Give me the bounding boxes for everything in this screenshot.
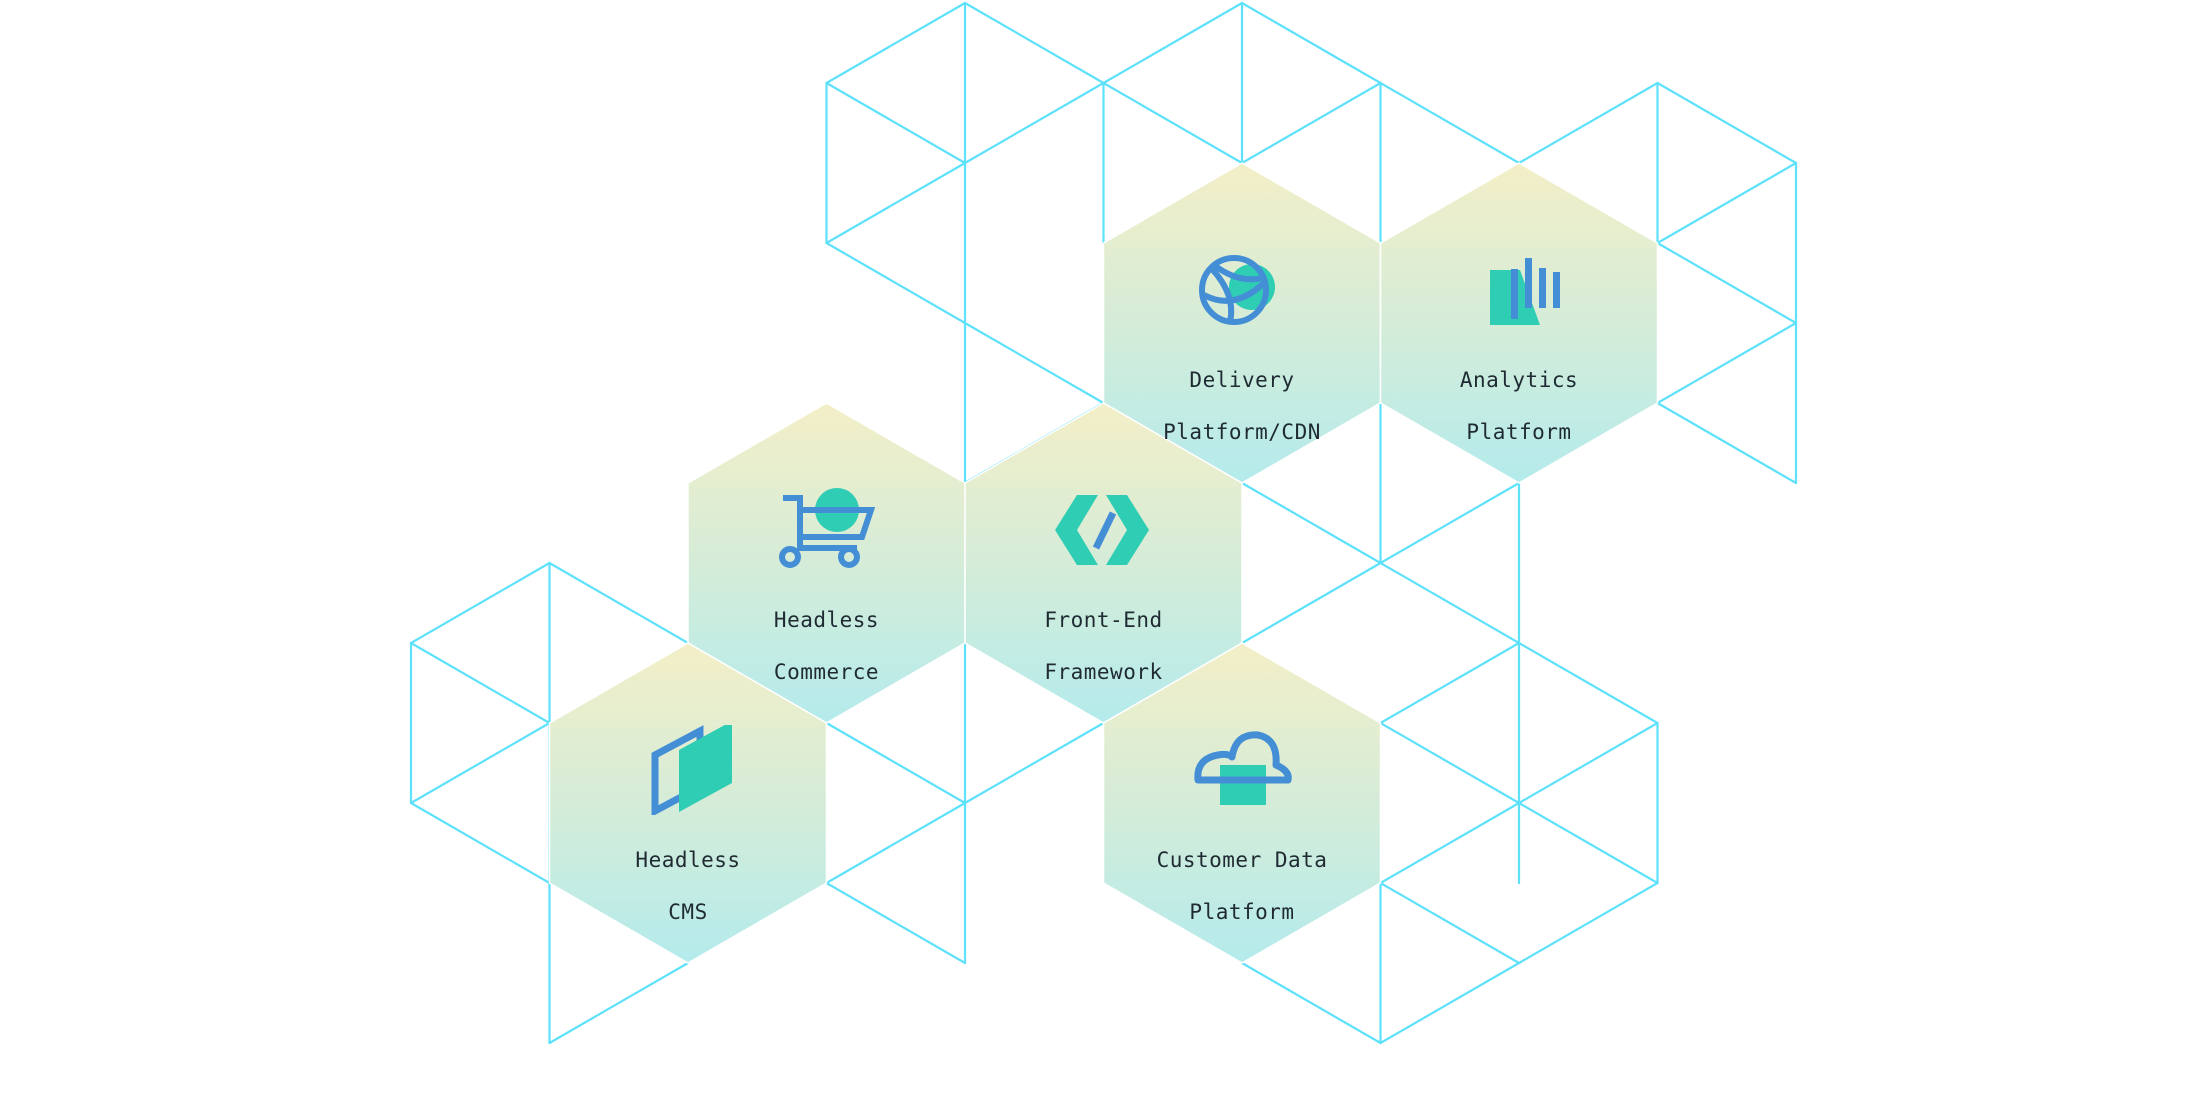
wireframe-grid xyxy=(409,1,1798,1045)
layered-pages-icon xyxy=(651,725,732,815)
shopping-cart-icon xyxy=(779,488,876,568)
label-line-2: Commerce xyxy=(773,660,880,684)
label-line-1: Headless xyxy=(773,608,880,632)
tile-cdp[interactable]: Customer Data Platform xyxy=(1104,643,1381,963)
label-line-1: Analytics xyxy=(1459,368,1579,392)
tile-cms[interactable]: Headless CMS xyxy=(550,643,827,963)
tile-analytics[interactable]: Analytics Platform xyxy=(1381,163,1658,483)
tile-label: Customer Data Platform xyxy=(1104,821,1381,951)
label-line-2: Platform xyxy=(1466,420,1572,444)
label-line-1: Customer Data xyxy=(1156,848,1328,872)
globe-icon xyxy=(1198,255,1275,325)
tile-label: Headless CMS xyxy=(550,821,827,951)
label-line-1: Front-End xyxy=(1044,608,1163,632)
tile-commerce[interactable]: Headless Commerce xyxy=(688,403,965,723)
tile-label: Headless Commerce xyxy=(688,581,965,711)
label-line-2: Platform/CDN xyxy=(1163,420,1321,444)
cloud-data-icon xyxy=(1193,731,1292,805)
label-line-2: Platform xyxy=(1189,900,1295,924)
tile-delivery[interactable]: Delivery Platform/CDN xyxy=(1104,163,1381,483)
label-line-2: Framework xyxy=(1044,660,1163,684)
tile-label: Front-End Framework xyxy=(965,581,1242,711)
bar-chart-icon xyxy=(1489,258,1560,325)
label-line-2: CMS xyxy=(668,900,708,924)
label-line-1: Delivery xyxy=(1189,368,1295,392)
tile-label: Delivery Platform/CDN xyxy=(1104,341,1381,471)
code-brackets-icon xyxy=(1055,495,1149,565)
tile-label: Analytics Platform xyxy=(1381,341,1658,471)
label-line-1: Headless xyxy=(635,848,741,872)
tile-frontend[interactable]: Front-End Framework xyxy=(965,403,1242,723)
